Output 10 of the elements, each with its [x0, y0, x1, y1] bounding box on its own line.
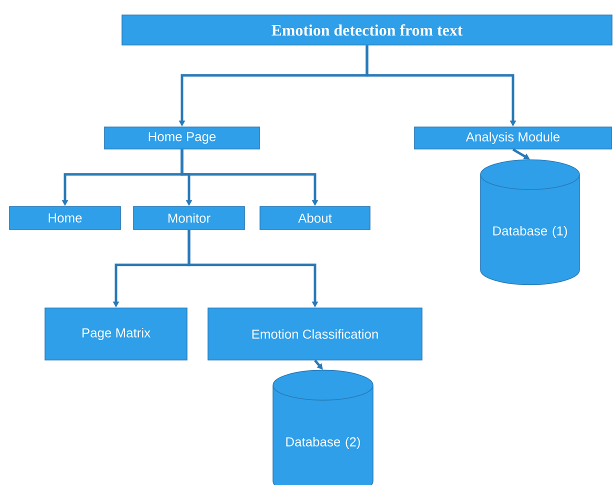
title-box: Emotion detection from text — [122, 14, 612, 46]
process-box: About — [260, 206, 370, 230]
process-box: Home Page — [104, 126, 260, 150]
process-box: Page Matrix — [44, 308, 188, 360]
database-cylinder: Database (2) — [272, 370, 374, 485]
process-box: Analysis Module — [414, 126, 612, 150]
process-box: Monitor — [133, 206, 245, 230]
process-box: Emotion Classification — [208, 308, 422, 360]
database-cylinder: Database (1) — [480, 159, 580, 286]
process-box: Home — [9, 206, 121, 230]
